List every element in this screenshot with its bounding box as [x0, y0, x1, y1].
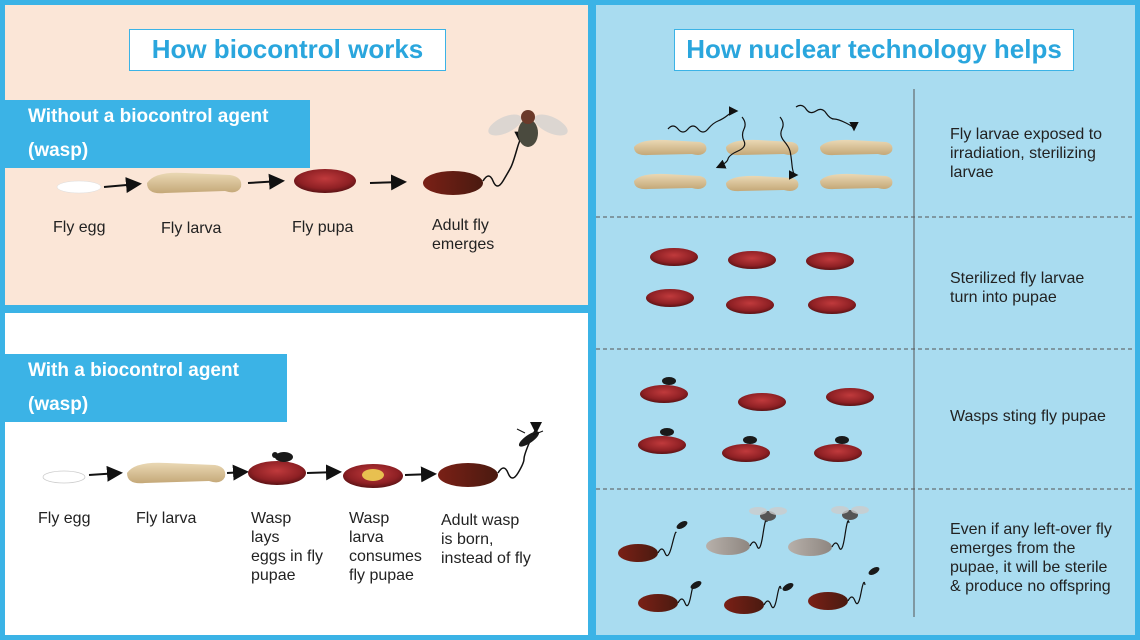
radiation-wave-icon: [667, 106, 739, 133]
adult-wasp-icon: [516, 428, 544, 447]
step-3-text: Wasps sting fly pupae: [950, 408, 1106, 425]
stage-label-wasp-lays-eggs: Wasp lays eggs in fly pupae: [251, 510, 324, 584]
without-agent-illustration: [56, 110, 568, 195]
stage-label-fly-egg: Fly egg: [38, 510, 91, 527]
wasp-icon: [676, 521, 880, 591]
emerged-pupa-icon: [438, 463, 498, 487]
arrow-icon: [103, 177, 142, 194]
without-agent-panel: How biocontrol works Without a biocontro…: [0, 5, 588, 305]
without-agent-tag: Without a biocontrol agent (wasp): [0, 100, 310, 168]
stage-label-wasp-larva-consumes: Wasp larva consumes fly pupae: [349, 510, 422, 584]
stung-pupae-group: [638, 377, 874, 462]
stage-label-fly-larva: Fly larva: [136, 510, 197, 527]
radiation-wave-icon: [715, 116, 746, 169]
radiation-wave-icon: [779, 116, 799, 180]
with-agent-tag: With a biocontrol agent (wasp): [0, 354, 287, 422]
nuclear-steps-illustration: [596, 89, 1135, 617]
stung-pupa-icon: [248, 461, 306, 485]
step-4-text: Even if any left-over fly emerges from t…: [950, 521, 1112, 595]
irradiated-larvae-group: [634, 104, 893, 192]
emerged-pupa-icon: [423, 171, 483, 195]
arrow-icon: [226, 464, 249, 481]
sterilized-pupae-group: [646, 248, 856, 314]
fly-larva-icon: [147, 172, 242, 194]
wasp-icon: [272, 452, 293, 462]
with-agent-illustration: [42, 421, 544, 488]
fly-egg-icon: [42, 470, 86, 484]
arrow-icon: [369, 174, 407, 191]
flight-path-icon: [482, 131, 528, 187]
stage-label-fly-larva: Fly larva: [161, 220, 222, 237]
fly-pupa-icon: [294, 169, 356, 193]
step-1-text: Fly larvae exposed to irradiation, steri…: [950, 126, 1103, 181]
adult-fly-icon: [488, 110, 568, 147]
right-title: How nuclear technology helps: [674, 29, 1074, 71]
left-title: How biocontrol works: [129, 29, 446, 71]
fly-egg-icon: [56, 180, 102, 194]
sterile-fly-icon: [749, 506, 869, 521]
wasp-icon: [660, 377, 849, 444]
stage-label-fly-pupa: Fly pupa: [292, 219, 354, 236]
arrow-icon: [306, 464, 342, 481]
stage-label-adult-fly: Adult fly emerges: [432, 217, 495, 253]
arrow-icon: [247, 173, 285, 190]
arrow-icon: [88, 465, 123, 482]
stage-label-fly-egg: Fly egg: [53, 219, 106, 236]
nuclear-technology-panel: How nuclear technology helps: [596, 5, 1135, 635]
stage-label-adult-wasp: Adult wasp is born, instead of fly: [441, 512, 531, 567]
step-2-text: Sterilized fly larvae turn into pupae: [950, 270, 1085, 306]
radiation-wave-icon: [795, 104, 859, 132]
arrow-icon: [404, 466, 437, 483]
emerging-adults-group: [618, 506, 880, 614]
wasp-larva-icon: [362, 469, 384, 481]
fly-larva-icon: [127, 462, 226, 484]
with-agent-panel: With a biocontrol agent (wasp): [0, 313, 588, 635]
